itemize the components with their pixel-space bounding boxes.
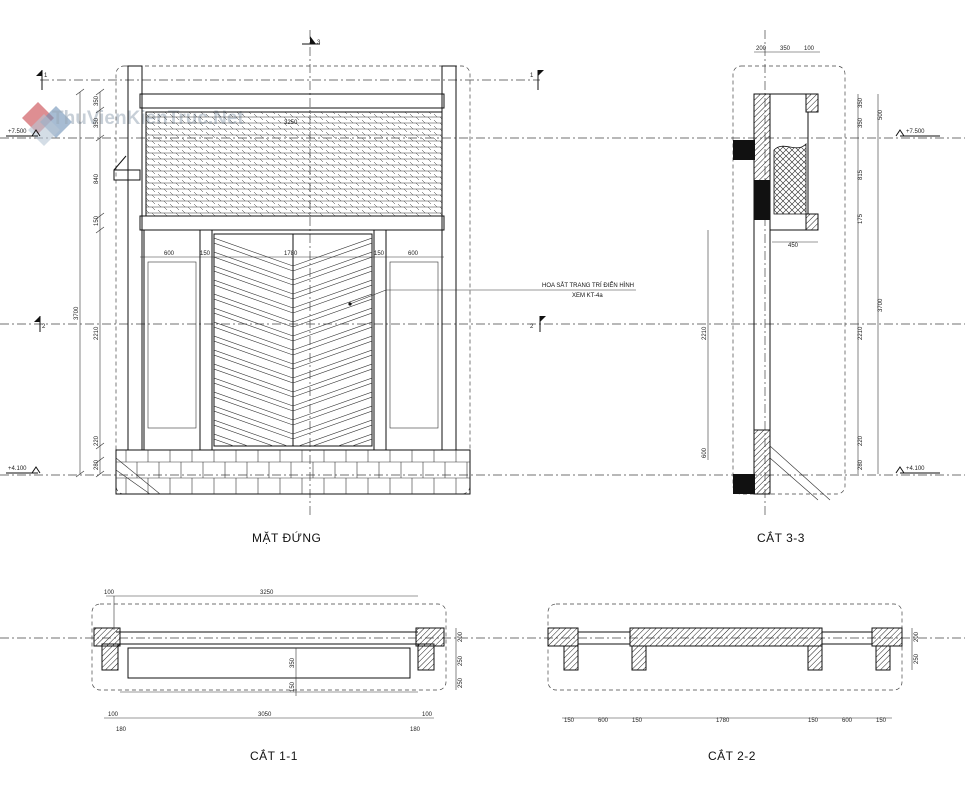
svg-text:350: 350 bbox=[858, 97, 864, 108]
svg-text:2210: 2210 bbox=[94, 326, 100, 340]
section-marker-3: 3 bbox=[302, 36, 321, 46]
section-marker-2-left: 2 bbox=[34, 316, 46, 332]
svg-text:250: 250 bbox=[458, 655, 464, 666]
svg-text:350: 350 bbox=[290, 657, 296, 668]
svg-text:200: 200 bbox=[458, 631, 464, 642]
section-marker-2-right: 2 bbox=[530, 316, 546, 332]
level-bottom-left: +4.100 bbox=[6, 466, 41, 474]
svg-text:150: 150 bbox=[200, 251, 211, 257]
svg-text:3250: 3250 bbox=[284, 120, 298, 126]
svg-text:2210: 2210 bbox=[858, 326, 864, 340]
svg-text:500: 500 bbox=[878, 109, 884, 120]
svg-text:3700: 3700 bbox=[878, 298, 884, 312]
svg-text:600: 600 bbox=[598, 718, 609, 724]
svg-text:+7.500: +7.500 bbox=[8, 129, 27, 135]
annotation-line-1: HOA SẮT TRANG TRÍ ĐIỂN HÌNH bbox=[542, 281, 634, 289]
svg-text:100: 100 bbox=[108, 712, 119, 718]
svg-text:100: 100 bbox=[104, 590, 115, 596]
svg-text:1780: 1780 bbox=[716, 718, 730, 724]
svg-text:350: 350 bbox=[94, 95, 100, 106]
section-marker-1-right: 1 bbox=[530, 70, 544, 90]
section-marker-1-left: 1 bbox=[36, 70, 48, 90]
svg-text:175: 175 bbox=[858, 213, 864, 224]
svg-text:150: 150 bbox=[374, 251, 385, 257]
level-bottom-right: +4.100 bbox=[895, 466, 940, 474]
svg-text:840: 840 bbox=[94, 173, 100, 184]
svg-text:350: 350 bbox=[858, 117, 864, 128]
svg-text:600: 600 bbox=[408, 251, 419, 257]
svg-text:2: 2 bbox=[530, 324, 534, 330]
axis-lines bbox=[0, 30, 965, 639]
svg-text:220: 220 bbox=[94, 435, 100, 446]
svg-text:+4.100: +4.100 bbox=[906, 466, 925, 472]
svg-text:450: 450 bbox=[788, 243, 799, 249]
svg-text:280: 280 bbox=[94, 459, 100, 470]
svg-text:350: 350 bbox=[780, 46, 791, 52]
svg-text:200: 200 bbox=[914, 631, 920, 642]
svg-text:100: 100 bbox=[804, 46, 815, 52]
title-section-1-1: CẮT 1-1 bbox=[250, 748, 298, 763]
level-top-left: +7.500 bbox=[6, 129, 41, 137]
svg-text:+7.500: +7.500 bbox=[906, 129, 925, 135]
svg-text:250: 250 bbox=[458, 677, 464, 688]
svg-text:600: 600 bbox=[164, 251, 175, 257]
svg-text:1780: 1780 bbox=[284, 251, 298, 257]
svg-text:1: 1 bbox=[44, 73, 48, 79]
svg-text:1: 1 bbox=[530, 73, 534, 79]
svg-text:180: 180 bbox=[116, 727, 127, 733]
svg-text:220: 220 bbox=[858, 435, 864, 446]
svg-text:600: 600 bbox=[842, 718, 853, 724]
annotation-line-2: XEM KT-4a bbox=[572, 293, 603, 299]
section-1-1-view: 100 3250 100 3050 100 180 180 350 150 20… bbox=[91, 590, 464, 763]
svg-text:150: 150 bbox=[564, 718, 575, 724]
svg-text:200: 200 bbox=[756, 46, 767, 52]
section-3-3-view: 200 350 100 350 350 815 175 2210 220 280… bbox=[702, 46, 940, 545]
svg-text:2: 2 bbox=[42, 324, 46, 330]
svg-text:150: 150 bbox=[808, 718, 819, 724]
svg-text:150: 150 bbox=[290, 681, 296, 692]
title-section-2-2: CẮT 2-2 bbox=[708, 748, 756, 763]
svg-text:350: 350 bbox=[94, 117, 100, 128]
svg-text:+4.100: +4.100 bbox=[8, 466, 27, 472]
elevation-view: HOA SẮT TRANG TRÍ ĐIỂN HÌNH XEM KT-4a 1 … bbox=[6, 36, 636, 545]
svg-text:280: 280 bbox=[858, 459, 864, 470]
svg-text:180: 180 bbox=[410, 727, 421, 733]
level-top-right: +7.500 bbox=[895, 129, 940, 137]
svg-text:2210: 2210 bbox=[702, 326, 708, 340]
title-elevation: MẶT ĐỨNG bbox=[252, 530, 321, 545]
svg-text:150: 150 bbox=[876, 718, 887, 724]
svg-text:3250: 3250 bbox=[260, 590, 274, 596]
svg-text:150: 150 bbox=[632, 718, 643, 724]
dim-left-total: 3700 bbox=[74, 306, 80, 320]
title-section-3-3: CẮT 3-3 bbox=[757, 530, 805, 545]
svg-text:150: 150 bbox=[94, 215, 100, 226]
svg-text:100: 100 bbox=[422, 712, 433, 718]
svg-text:250: 250 bbox=[914, 653, 920, 664]
svg-text:815: 815 bbox=[858, 169, 864, 180]
svg-text:600: 600 bbox=[702, 447, 708, 458]
svg-text:3050: 3050 bbox=[258, 712, 272, 718]
svg-text:3: 3 bbox=[317, 40, 321, 46]
section-2-2-view: 150 600 150 1780 150 600 150 200 250 CẮT… bbox=[547, 603, 920, 763]
